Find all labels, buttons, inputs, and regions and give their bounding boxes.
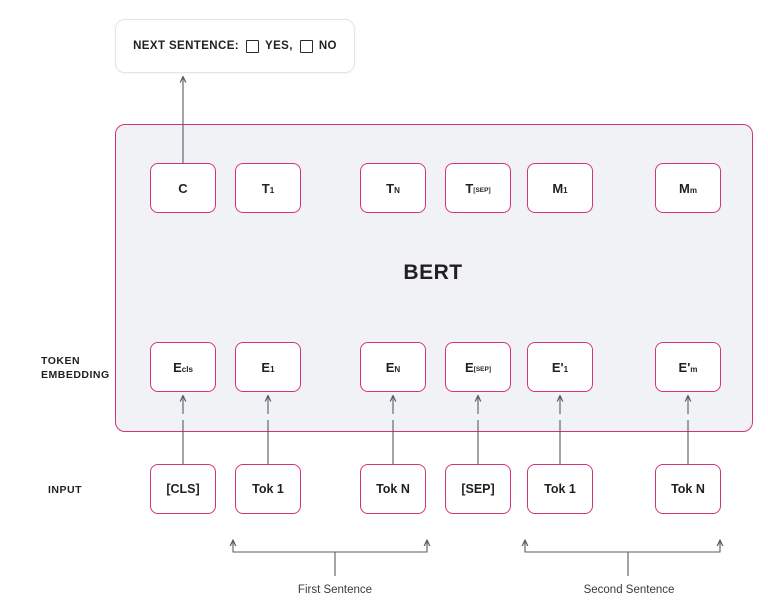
output-node-tn-main: T [386, 180, 395, 196]
embedding-node-eprime1-sub: 1 [563, 365, 569, 375]
output-node-tsep-sub: [SEP] [473, 186, 491, 194]
next-sentence-option-no[interactable]: NO [299, 39, 337, 53]
output-node-t1-sub: 1 [269, 186, 275, 196]
next-sentence-option-no-label: NO [318, 40, 337, 52]
embedding-node-e1-main: E [261, 359, 271, 375]
next-sentence-option-yes[interactable]: YES, [246, 39, 293, 53]
input-node-tokn-first: Tok N [360, 464, 426, 514]
next-sentence-content: NEXT SENTENCE: YES, NO [133, 39, 337, 53]
bert-panel [115, 124, 753, 432]
embedding-node-eprimem-main: E' [678, 359, 691, 375]
brace-first-sentence [232, 539, 428, 553]
embedding-node-eprimem: E'm [655, 342, 721, 392]
next-sentence-box: NEXT SENTENCE: YES, NO [115, 19, 355, 73]
output-node-c: C [150, 163, 216, 213]
brace-second-sentence [524, 539, 721, 553]
next-sentence-option-yes-label: YES, [265, 40, 293, 52]
input-node-tokn-second-label: Tok N [671, 482, 705, 496]
input-node-tok1-second-label: Tok 1 [544, 482, 576, 496]
embedding-node-eprime1-main: E' [551, 359, 564, 375]
embedding-node-ecls-sub: cls [181, 365, 193, 375]
input-node-sep: [SEP] [445, 464, 511, 514]
embedding-node-en-main: E [385, 359, 395, 375]
input-node-tok1-first: Tok 1 [235, 464, 301, 514]
input-node-cls: [CLS] [150, 464, 216, 514]
embedding-node-esep-sub: [SEP] [473, 365, 491, 373]
output-node-c-main: C [178, 180, 188, 196]
input-node-tokn-first-label: Tok N [376, 482, 410, 496]
output-node-m1-main: M [552, 180, 564, 196]
output-node-tn-sub: N [394, 186, 400, 196]
input-node-tok1-first-label: Tok 1 [252, 482, 284, 496]
embedding-node-eprime1: E'1 [527, 342, 593, 392]
next-sentence-label: NEXT SENTENCE: [133, 40, 240, 52]
embedding-node-esep: E[SEP] [445, 342, 511, 392]
row-label-token-embedding: TOKEN EMBEDDING [41, 354, 141, 382]
output-node-t1-main: T [261, 180, 270, 196]
output-node-mm-main: M [679, 180, 690, 196]
embedding-node-ecls-main: E [173, 359, 182, 375]
caption-first-sentence: First Sentence [297, 584, 373, 596]
row-label-input: INPUT [48, 484, 82, 496]
output-node-m1-sub: 1 [563, 186, 568, 196]
input-node-tokn-second: Tok N [655, 464, 721, 514]
embedding-node-eprimem-sub: m [690, 365, 698, 375]
embedding-node-esep-main: E [464, 359, 474, 375]
checkbox-icon[interactable] [246, 39, 260, 53]
row-label-token-embedding-line1: TOKEN [41, 355, 81, 367]
input-node-tok1-second: Tok 1 [527, 464, 593, 514]
embedding-node-en-sub: N [394, 365, 401, 375]
checkbox-icon[interactable] [299, 39, 313, 53]
caption-second-sentence: Second Sentence [583, 584, 675, 596]
output-node-mm-sub: m [689, 186, 697, 196]
output-node-tsep-main: T [465, 180, 474, 196]
output-node-tsep: T[SEP] [445, 163, 511, 213]
input-node-sep-label: [SEP] [461, 482, 495, 496]
row-label-token-embedding-line2: EMBEDDING [41, 369, 110, 382]
input-node-cls-label: [CLS] [166, 482, 200, 496]
embedding-node-e1-sub: 1 [270, 365, 275, 375]
bert-title: BERT [403, 261, 463, 284]
